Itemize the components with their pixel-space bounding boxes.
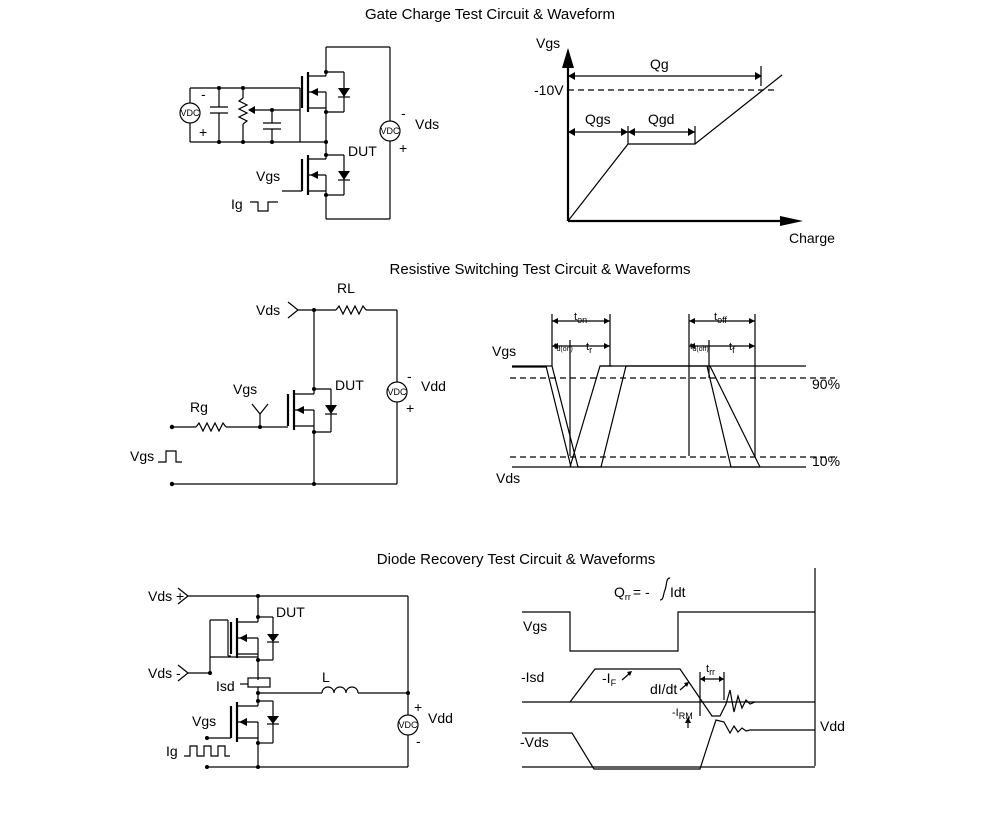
neg10v-label: -10V [534, 82, 564, 98]
vds-minus: - [401, 105, 406, 121]
rs-vgs-pulse-label: Vgs [130, 448, 154, 464]
rs-wave-vgs-label: Vgs [492, 343, 516, 359]
dr-wave-isd-label: -Isd [521, 669, 544, 685]
rg-label: Rg [190, 399, 208, 415]
rs-vgs-pulse [158, 450, 182, 463]
vdc-left-minus: - [201, 86, 206, 102]
p10-label: 10% [812, 453, 840, 469]
td-off-label: td(off) [690, 341, 709, 353]
irm-label: -IRM [672, 707, 693, 721]
resistive-switching-waveform: Vgs Vds 90% 10% ton td(on) [492, 311, 840, 486]
p90-label: 90% [812, 376, 840, 392]
isd-label: Isd [216, 678, 235, 694]
rs-vdd-label: Vdd [421, 378, 446, 394]
vgs-label: Vgs [256, 168, 280, 184]
rl-label: RL [337, 280, 355, 296]
rs-vdc-label: VDC [387, 387, 407, 397]
dut-label: DUT [348, 143, 377, 159]
l-label: L [322, 669, 330, 685]
ig-pulse [250, 201, 278, 212]
tf-label: tf [729, 341, 735, 355]
dr-ig-pulse [184, 745, 230, 757]
vdc-left-plus: + [199, 124, 207, 140]
td-on-label: td(on) [554, 341, 573, 353]
vdc-right-label: VDC [380, 126, 400, 136]
vds-label: Vds [415, 116, 439, 132]
dr-dut-label: DUT [276, 604, 305, 620]
rs-vgs-label: Vgs [233, 381, 257, 397]
charge-axis-label: Charge [789, 230, 835, 246]
resistive-switching-title: Resistive Switching Test Circuit & Wavef… [390, 261, 691, 278]
rs-wave-vds-label: Vds [496, 470, 520, 486]
vdc-left-label: VDC [180, 108, 200, 118]
vds-plus: + [399, 140, 407, 156]
dr-vdd-label: Vdd [428, 710, 453, 726]
rs-vds-label: Vds [256, 302, 280, 318]
gate-charge-title: Gate Charge Test Circuit & Waveform [365, 6, 615, 23]
rs-minus: - [407, 368, 412, 384]
integral-sign [659, 577, 671, 601]
qgd-label: Qgd [648, 111, 674, 127]
dr-vds-plus-label: Vds + [148, 588, 184, 604]
diode-recovery-waveform: Qrr= - Idt Vgs -Isd -IF dI/dt trr -IRM -… [520, 568, 845, 770]
vdc-source-left [179, 102, 201, 124]
dr-vdc-label: VDC [398, 720, 418, 730]
trr-label: trr [706, 663, 715, 677]
if-label: -IF [602, 670, 617, 688]
rs-plus: + [406, 400, 414, 416]
gate-charge-waveform: Vgs Charge Qg -10V Qgs Qgd [534, 35, 835, 246]
dr-wave-vdd-label: Vdd [820, 718, 845, 734]
wave-vgs-axis-label: Vgs [536, 35, 560, 51]
dr-vgs-label: Vgs [192, 713, 216, 729]
rs-dut-label: DUT [335, 377, 364, 393]
dr-plus: + [414, 699, 422, 715]
tr-label: tr [586, 341, 592, 355]
ig-label: Ig [231, 196, 243, 212]
isd-sense [247, 677, 271, 688]
dr-vds-minus-label: Vds - [148, 665, 181, 681]
dr-wave-vgs-label: Vgs [523, 618, 547, 634]
qg-label: Qg [650, 56, 669, 72]
qgs-label: Qgs [585, 111, 611, 127]
gate-charge-circuit: VDC - + [179, 46, 439, 220]
diode-recovery-circuit: Vds + Vds - DUT Isd [148, 587, 453, 769]
gate-charge-curve [567, 74, 783, 222]
didt-label: dI/dt [650, 681, 677, 697]
ton-label: ton [574, 311, 587, 325]
dr-minus: - [416, 733, 421, 749]
diode-recovery-title: Diode Recovery Test Circuit & Waveforms [377, 551, 655, 568]
dr-ig-label: Ig [166, 743, 178, 759]
resistive-switching-circuit: Vds RL VDC - + Vdd DUT Rg [130, 280, 446, 487]
qrr-label: Qrr= - [614, 584, 650, 602]
dr-wave-vds-label: -Vds [520, 734, 549, 750]
toff-label: toff [714, 311, 727, 325]
qrr-int: Idt [670, 584, 686, 600]
